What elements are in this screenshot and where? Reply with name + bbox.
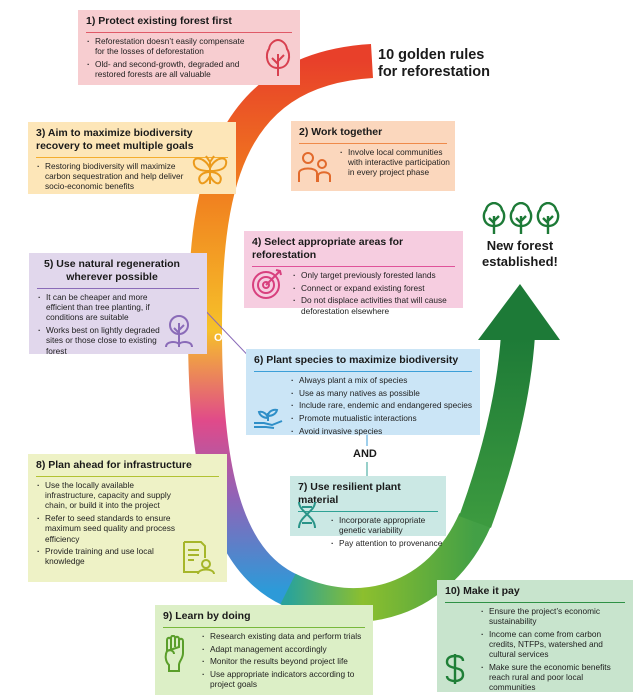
- dollar-icon: [445, 654, 465, 684]
- rule-4-box: 4) Select appropriate areas for reforest…: [244, 231, 463, 316]
- rule-10-point: Make sure the economic benefits reach ru…: [480, 662, 625, 693]
- rule-2-point: Involve local communities with interacti…: [339, 147, 451, 178]
- rule-1-point: Reforestation doesn’t easily compensate …: [86, 36, 254, 56]
- rule-8-title: 8) Plan ahead for infrastructure: [36, 459, 192, 471]
- rule-8-point: Use the locally available infrastructure…: [36, 480, 176, 511]
- rule-3-point: Restoring biodiversity will maximize car…: [36, 161, 186, 192]
- rule-6-point: Avoid invasive species: [290, 426, 480, 436]
- rule-9-point: Monitor the results beyond project life: [201, 656, 373, 666]
- diagram-title: 10 golden rules for reforestation: [378, 47, 490, 80]
- tree-icon: [265, 38, 291, 76]
- rule-9-point: Use appropriate indicators according to …: [201, 669, 373, 689]
- rule-10-point: Ensure the project’s economic sustainabi…: [480, 606, 625, 626]
- rule-6-box: 6) Plant species to maximize biodiversit…: [246, 349, 480, 436]
- rule-1-box: 1) Protect existing forest first Refores…: [78, 10, 300, 85]
- rule-8-point: Refer to seed standards to ensure maximu…: [36, 513, 176, 544]
- rule-4-title: 4) Select appropriate areas for reforest…: [252, 236, 404, 261]
- rule-8-box: 8) Plan ahead for infrastructure Use the…: [28, 454, 227, 582]
- rule-2-title: 2) Work together: [299, 126, 383, 138]
- rule-5-box: 5) Use natural regeneration wherever pos…: [29, 253, 207, 356]
- target-icon: [252, 269, 282, 299]
- seedling-icon: [165, 315, 193, 348]
- rule-5-point: It can be cheaper and more efficient tha…: [37, 292, 165, 323]
- rule-8-point: Provide training and use local knowledge: [36, 546, 176, 566]
- rule-1-point: Old- and second-growth, degraded and res…: [86, 59, 254, 79]
- rule-4-point: Connect or expand existing forest: [292, 283, 462, 293]
- hand-plant-icon: [254, 408, 283, 429]
- forest-trees-icon: [482, 202, 560, 234]
- document-person-icon: [183, 541, 215, 575]
- rule-1-title: 1) Protect existing forest first: [86, 15, 232, 27]
- rule-2-box: 2) Work together Involve local communiti…: [291, 121, 455, 191]
- rule-9-title: 9) Learn by doing: [163, 610, 251, 622]
- rule-6-point: Promote mutualistic interactions: [290, 413, 480, 423]
- rule-4-point: Only target previously forested lands: [292, 270, 462, 280]
- outcome-label: New forest established!: [482, 238, 558, 269]
- rule-7-point: Incorporate appropriate genetic variabil…: [330, 515, 446, 535]
- rule-3-box: 3) Aim to maximize biodiversity recovery…: [28, 122, 236, 194]
- dna-icon: [298, 501, 316, 529]
- rule-7-point: Pay attention to provenance: [330, 538, 446, 548]
- and-connector: AND: [353, 448, 377, 460]
- rule-6-title: 6) Plant species to maximize biodiversit…: [254, 354, 459, 366]
- rule-6-point: Always plant a mix of species: [290, 375, 480, 385]
- rule-10-box: 10) Make it pay Ensure the project’s eco…: [437, 580, 633, 692]
- rule-4-point: Do not displace activities that will cau…: [292, 295, 462, 315]
- butterfly-icon: [192, 155, 228, 185]
- rule-7-box: 7) Use resilient plant material Incorpor…: [290, 476, 446, 548]
- fist-icon: [164, 635, 184, 672]
- or-connector: OR: [214, 332, 231, 344]
- rule-9-point: Research existing data and perform trial…: [201, 631, 373, 641]
- rule-10-title: 10) Make it pay: [445, 585, 520, 597]
- rule-7-title: 7) Use resilient plant material: [298, 481, 401, 506]
- rule-6-point: Use as many natives as possible: [290, 388, 480, 398]
- rule-6-point: Include rare, endemic and endangered spe…: [290, 400, 480, 410]
- people-icon: [298, 152, 331, 182]
- rule6-rule7-connector-line: [366, 432, 368, 478]
- rule-10-point: Income can come from carbon credits, NTF…: [480, 629, 625, 660]
- rule-3-title: 3) Aim to maximize biodiversity recovery…: [36, 127, 194, 152]
- rule-5-point: Works best on lightly degraded sites or …: [37, 325, 165, 356]
- rule-9-point: Adapt management accordingly: [201, 644, 373, 654]
- rule-9-box: 9) Learn by doing Research existing data…: [155, 605, 373, 695]
- rule-5-title: 5) Use natural regeneration wherever pos…: [44, 258, 180, 283]
